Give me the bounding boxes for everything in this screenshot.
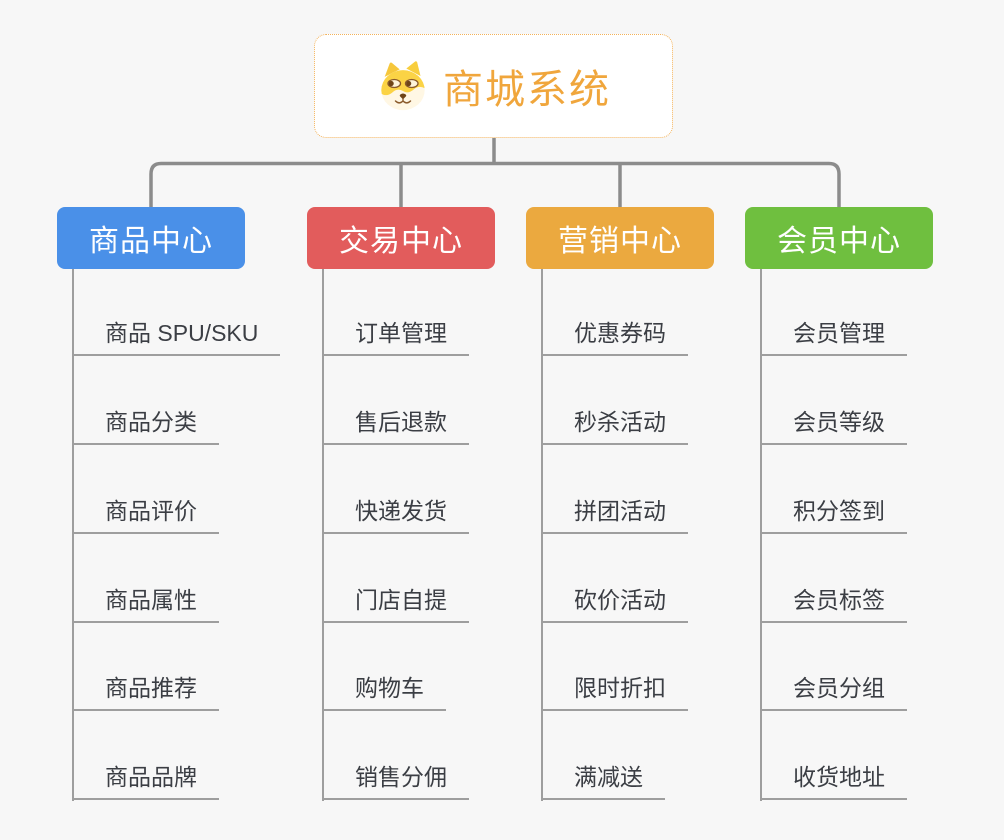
leaf-node[interactable]: 商品分类 [72,403,219,445]
leaf-node[interactable]: 会员标签 [760,581,907,623]
leaf-node[interactable]: 秒杀活动 [541,403,688,445]
leaf-node[interactable]: 商品属性 [72,581,219,623]
branch-header-marketing-center[interactable]: 营销中心 [526,207,714,269]
leaf-node[interactable]: 会员等级 [760,403,907,445]
branch-spine [760,269,762,801]
leaf-node[interactable]: 拼团活动 [541,492,688,534]
leaf-node[interactable]: 会员管理 [760,314,907,356]
leaf-node[interactable]: 收货地址 [760,758,907,800]
leaf-node[interactable]: 门店自提 [322,581,469,623]
leaf-node[interactable]: 商品评价 [72,492,219,534]
leaf-node[interactable]: 订单管理 [322,314,469,356]
branch-spine [541,269,543,801]
root-node[interactable]: 商城系统 [314,34,673,138]
leaf-node[interactable]: 商品推荐 [72,669,219,711]
branch-header-product-center[interactable]: 商品中心 [57,207,245,269]
leaf-node[interactable]: 商品品牌 [72,758,219,800]
branch-header-trade-center[interactable]: 交易中心 [307,207,495,269]
dog-face-icon [381,61,425,111]
leaf-node[interactable]: 优惠券码 [541,314,688,356]
branch-header-member-center[interactable]: 会员中心 [745,207,933,269]
leaf-node[interactable]: 购物车 [322,669,446,711]
branch-spine [322,269,324,801]
leaf-node[interactable]: 会员分组 [760,669,907,711]
leaf-node[interactable]: 快递发货 [322,492,469,534]
root-title: 商城系统 [443,68,611,112]
leaf-node[interactable]: 限时折扣 [541,669,688,711]
leaf-node[interactable]: 商品 SPU/SKU [72,314,281,356]
leaf-node[interactable]: 砍价活动 [541,581,688,623]
leaf-node[interactable]: 积分签到 [760,492,907,534]
leaf-node[interactable]: 销售分佣 [322,758,469,800]
leaf-node[interactable]: 售后退款 [322,403,469,445]
leaf-node[interactable]: 满减送 [541,758,665,800]
branch-spine [72,269,74,801]
